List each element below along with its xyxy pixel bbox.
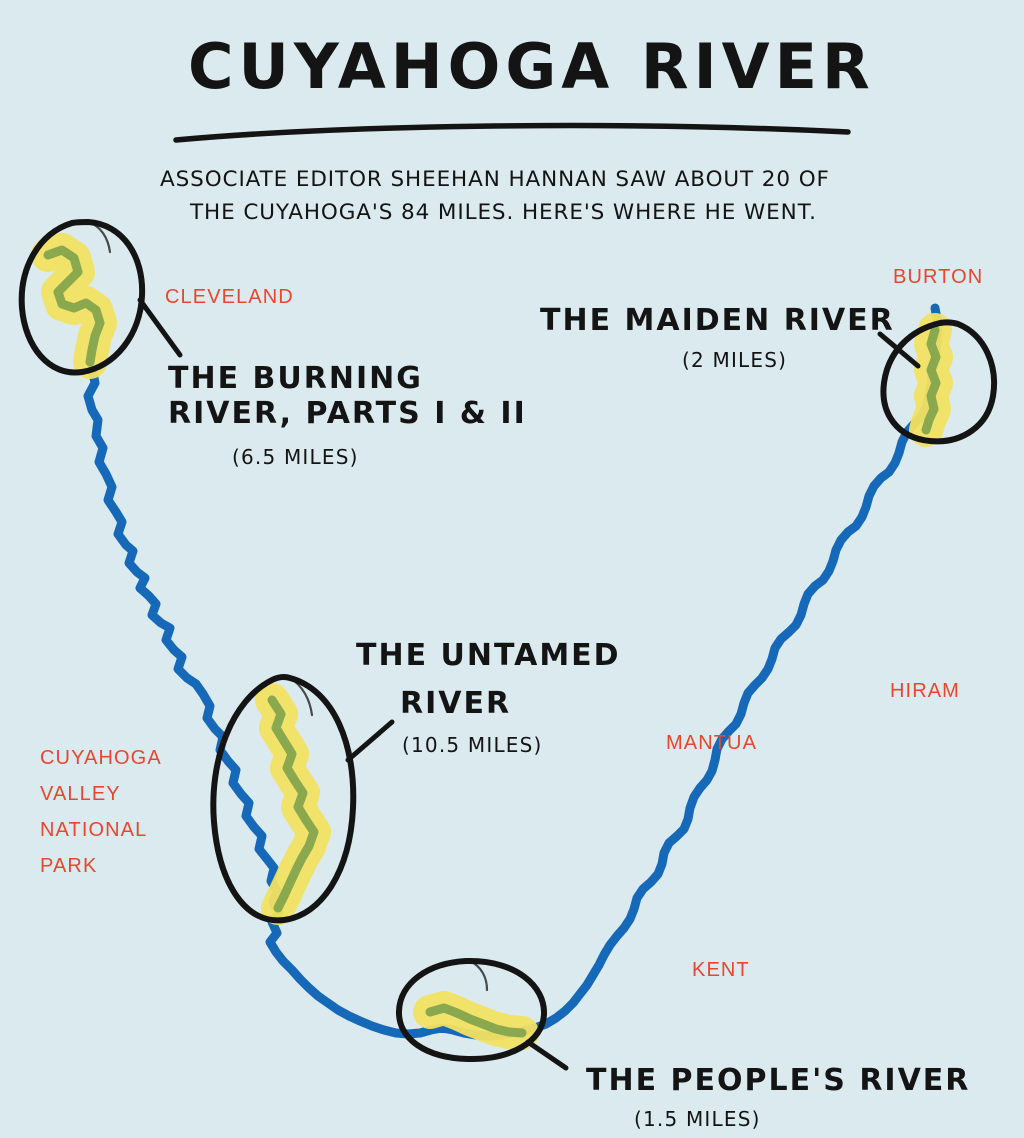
circle-peoples-river bbox=[395, 958, 548, 1063]
section-label-untamed-river: THE UNTAMED bbox=[356, 638, 621, 673]
circle-untamed-river bbox=[210, 673, 357, 924]
place-label-cleveland: CLEVELAND bbox=[165, 286, 294, 308]
section-label-maiden-river: THE MAIDEN RIVER bbox=[540, 303, 895, 338]
section-label-burning-river: THE BURNING bbox=[168, 361, 423, 396]
page-title: CUYAHOGA RIVER bbox=[188, 30, 875, 103]
highlight-river-maiden bbox=[921, 325, 941, 435]
highlight-river-peoples bbox=[425, 1003, 527, 1038]
section-miles-peoples-river: (1.5 MILES) bbox=[634, 1107, 761, 1131]
place-label-park-line-2: VALLEY bbox=[40, 783, 121, 805]
place-label-hiram: HIRAM bbox=[890, 680, 960, 702]
section-miles-untamed-river: (10.5 MILES) bbox=[402, 733, 543, 757]
place-label-park-line-3: NATIONAL bbox=[40, 819, 147, 841]
section-label-untamed-river-line2: RIVER bbox=[400, 686, 511, 721]
highlight-river-burning bbox=[43, 245, 105, 367]
place-label-park-line-4: PARK bbox=[40, 855, 97, 877]
subtitle-line-2: THE CUYAHOGA'S 84 MILES. HERE'S WHERE HE… bbox=[189, 200, 817, 225]
place-label-kent: KENT bbox=[692, 959, 750, 981]
section-miles-maiden-river: (2 MILES) bbox=[682, 348, 787, 372]
circle-burning-river-tail bbox=[86, 220, 112, 254]
circle-burning-river bbox=[18, 219, 146, 376]
leader-peoples-river bbox=[525, 1039, 569, 1071]
circle-maiden-river bbox=[880, 319, 997, 445]
leader-maiden-river bbox=[877, 331, 921, 369]
place-label-park-line-1: CUYAHOGA bbox=[40, 747, 162, 769]
place-label-mantua: MANTUA bbox=[666, 732, 757, 754]
title-underline bbox=[173, 122, 851, 143]
place-label-burton: BURTON bbox=[893, 266, 983, 288]
circle-untamed-river-tail bbox=[288, 676, 314, 717]
highlight-river-untamed bbox=[267, 695, 319, 913]
section-label-peoples-river: THE PEOPLE'S RIVER bbox=[586, 1063, 970, 1098]
leader-untamed-river bbox=[345, 719, 395, 763]
section-miles-burning-river: (6.5 MILES) bbox=[232, 445, 359, 469]
leader-burning-river bbox=[137, 297, 183, 358]
section-label-burning-river-line2: RIVER, PARTS I & II bbox=[168, 396, 527, 431]
circle-peoples-river-tail bbox=[468, 959, 489, 992]
subtitle-line-1: ASSOCIATE EDITOR SHEEHAN HANNAN SAW ABOU… bbox=[160, 167, 830, 192]
